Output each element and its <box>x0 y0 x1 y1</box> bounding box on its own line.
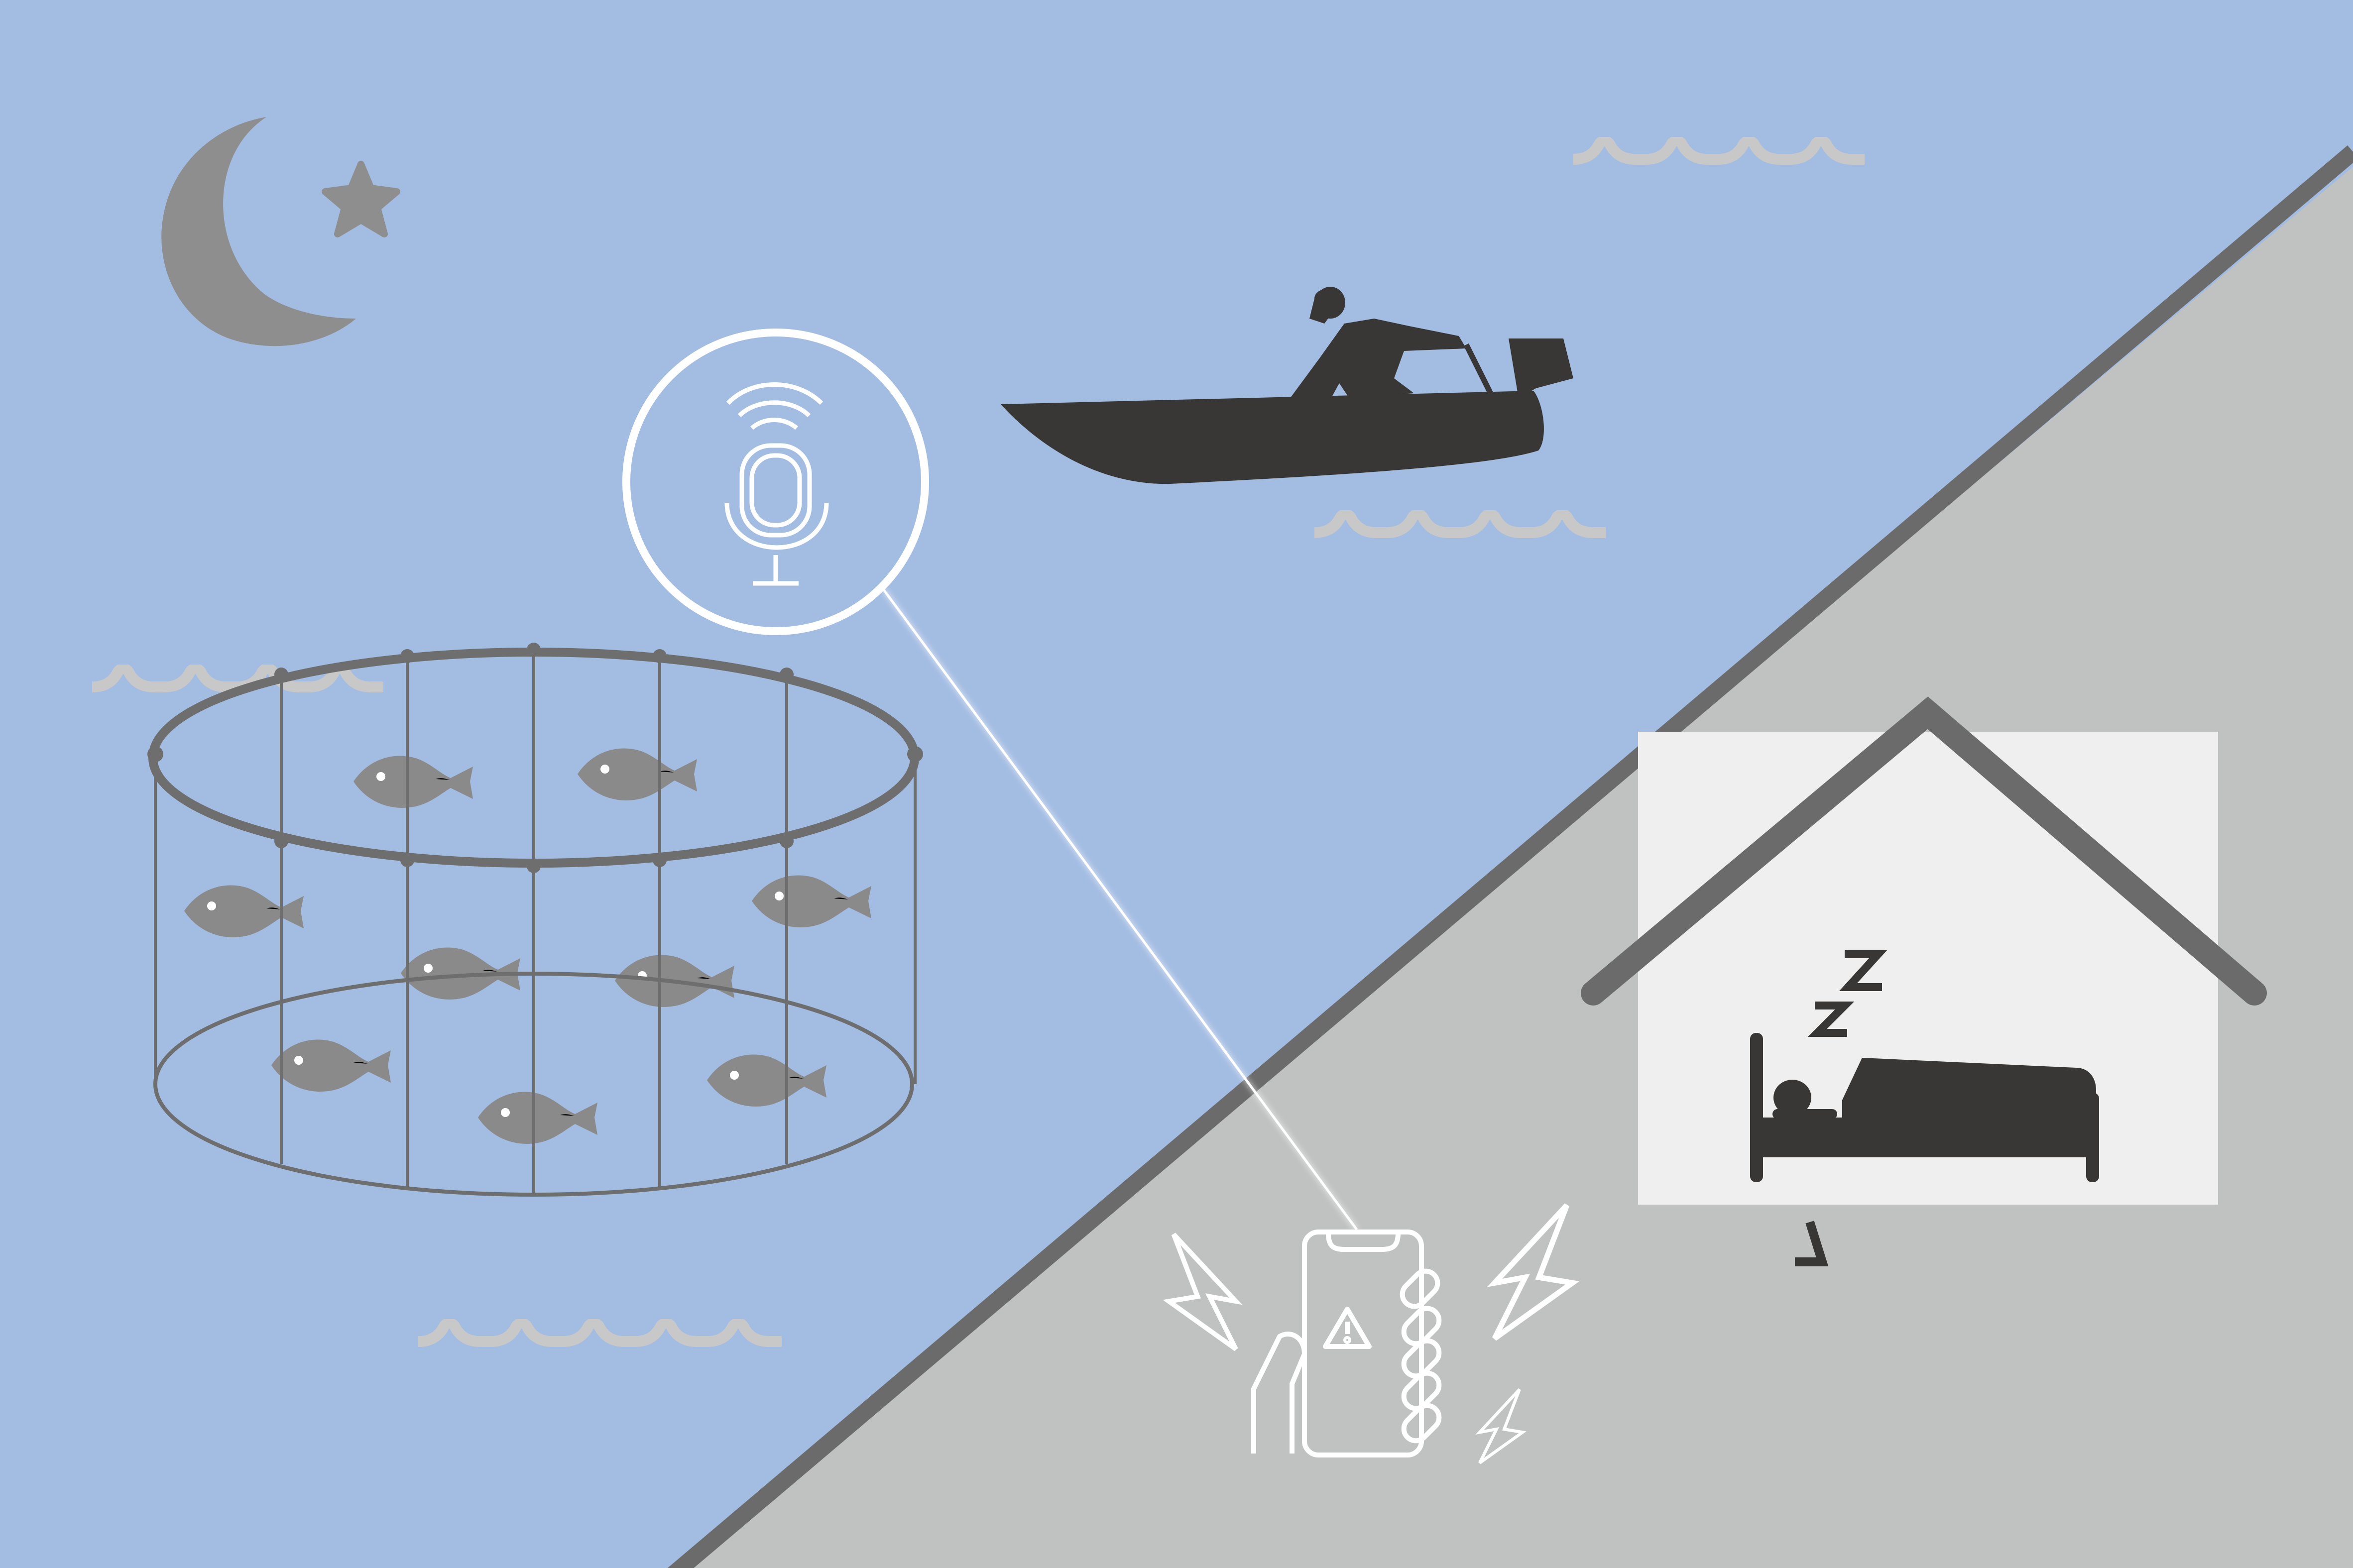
sleeping-person-icon <box>1750 1033 2099 1266</box>
star-icon <box>322 161 400 237</box>
phone-alert-icon <box>1251 1230 1442 1457</box>
microphone-sensor-icon <box>622 329 929 635</box>
boat-silhouette <box>1001 287 1573 484</box>
signal-connection-line <box>882 589 1358 1231</box>
sleep-z-icon <box>1807 950 1887 1037</box>
ground-edge-line <box>667 145 2353 1568</box>
moon-icon <box>161 117 356 346</box>
fish-cage <box>147 643 923 1197</box>
